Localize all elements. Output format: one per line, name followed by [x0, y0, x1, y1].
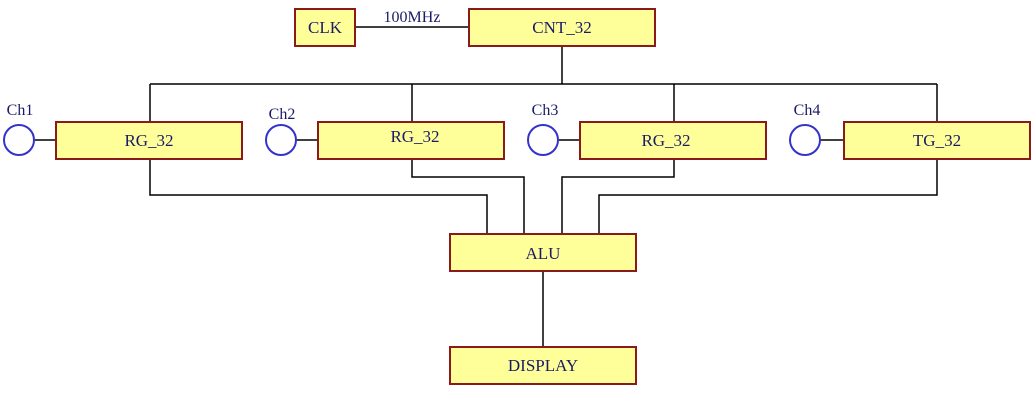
block-tg-label: TG_32: [913, 131, 961, 150]
channel-ch4-label: Ch4: [794, 102, 821, 119]
clock-frequency-label: 100MHz: [384, 9, 441, 26]
channel-ch2-label: Ch2: [269, 106, 296, 123]
ch1-port-icon: [3, 124, 35, 156]
wires: [34, 26, 938, 347]
channel-port-ch4: Ch4: [789, 102, 821, 156]
block-rg1: RG_32: [55, 121, 243, 160]
block-rg1-label: RG_32: [124, 131, 173, 150]
block-rg3-label: RG_32: [641, 131, 690, 150]
block-rg3: RG_32: [579, 121, 767, 160]
ch2-port-icon: [265, 124, 297, 156]
block-rg2: RG_32: [317, 121, 505, 160]
wire-rg1-alu: [149, 159, 488, 234]
block-rg2-label: RG_32: [390, 127, 439, 146]
wire-rg3-alu: [561, 159, 675, 234]
ch3-port-icon: [527, 124, 559, 156]
block-cnt-label: CNT_32: [532, 18, 592, 37]
block-clk-label: CLK: [308, 18, 343, 37]
block-display: DISPLAY: [449, 346, 637, 385]
channel-port-ch1: Ch1: [3, 102, 35, 156]
channel-port-ch3: Ch3: [527, 102, 559, 156]
channel-ch3-label: Ch3: [532, 102, 559, 119]
channel-port-ch2: Ch2: [265, 106, 297, 156]
block-display-label: DISPLAY: [508, 356, 578, 375]
wire-tg-alu: [598, 159, 938, 234]
block-alu-label: ALU: [526, 244, 561, 263]
ch4-port-icon: [789, 124, 821, 156]
channel-ch1-label: Ch1: [7, 102, 34, 119]
block-cnt: CNT_32: [468, 8, 656, 47]
block-tg: TG_32: [843, 121, 1031, 160]
wire-rg2-alu: [411, 159, 525, 234]
block-clk: CLK: [294, 8, 356, 47]
block-alu: ALU: [449, 233, 637, 272]
